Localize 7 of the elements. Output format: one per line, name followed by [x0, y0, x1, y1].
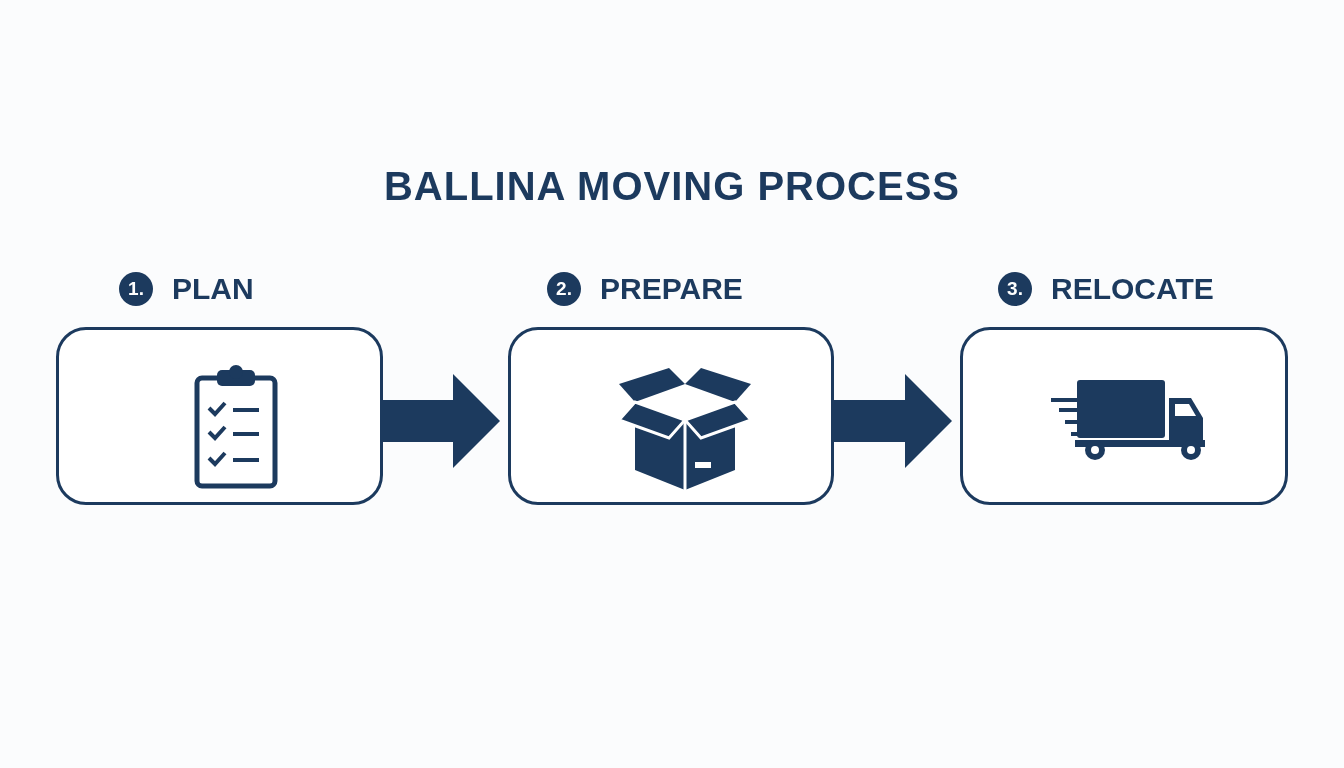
step-title: PREPARE — [600, 272, 743, 306]
step-number-badge: 3. — [998, 272, 1032, 306]
step-title: RELOCATE — [1051, 272, 1214, 306]
diagram-title: BALLINA MOVING PROCESS — [383, 164, 961, 209]
step-title: PLAN — [172, 272, 254, 306]
step-number-badge: 1. — [119, 272, 153, 306]
step-number-badge: 2. — [547, 272, 581, 306]
